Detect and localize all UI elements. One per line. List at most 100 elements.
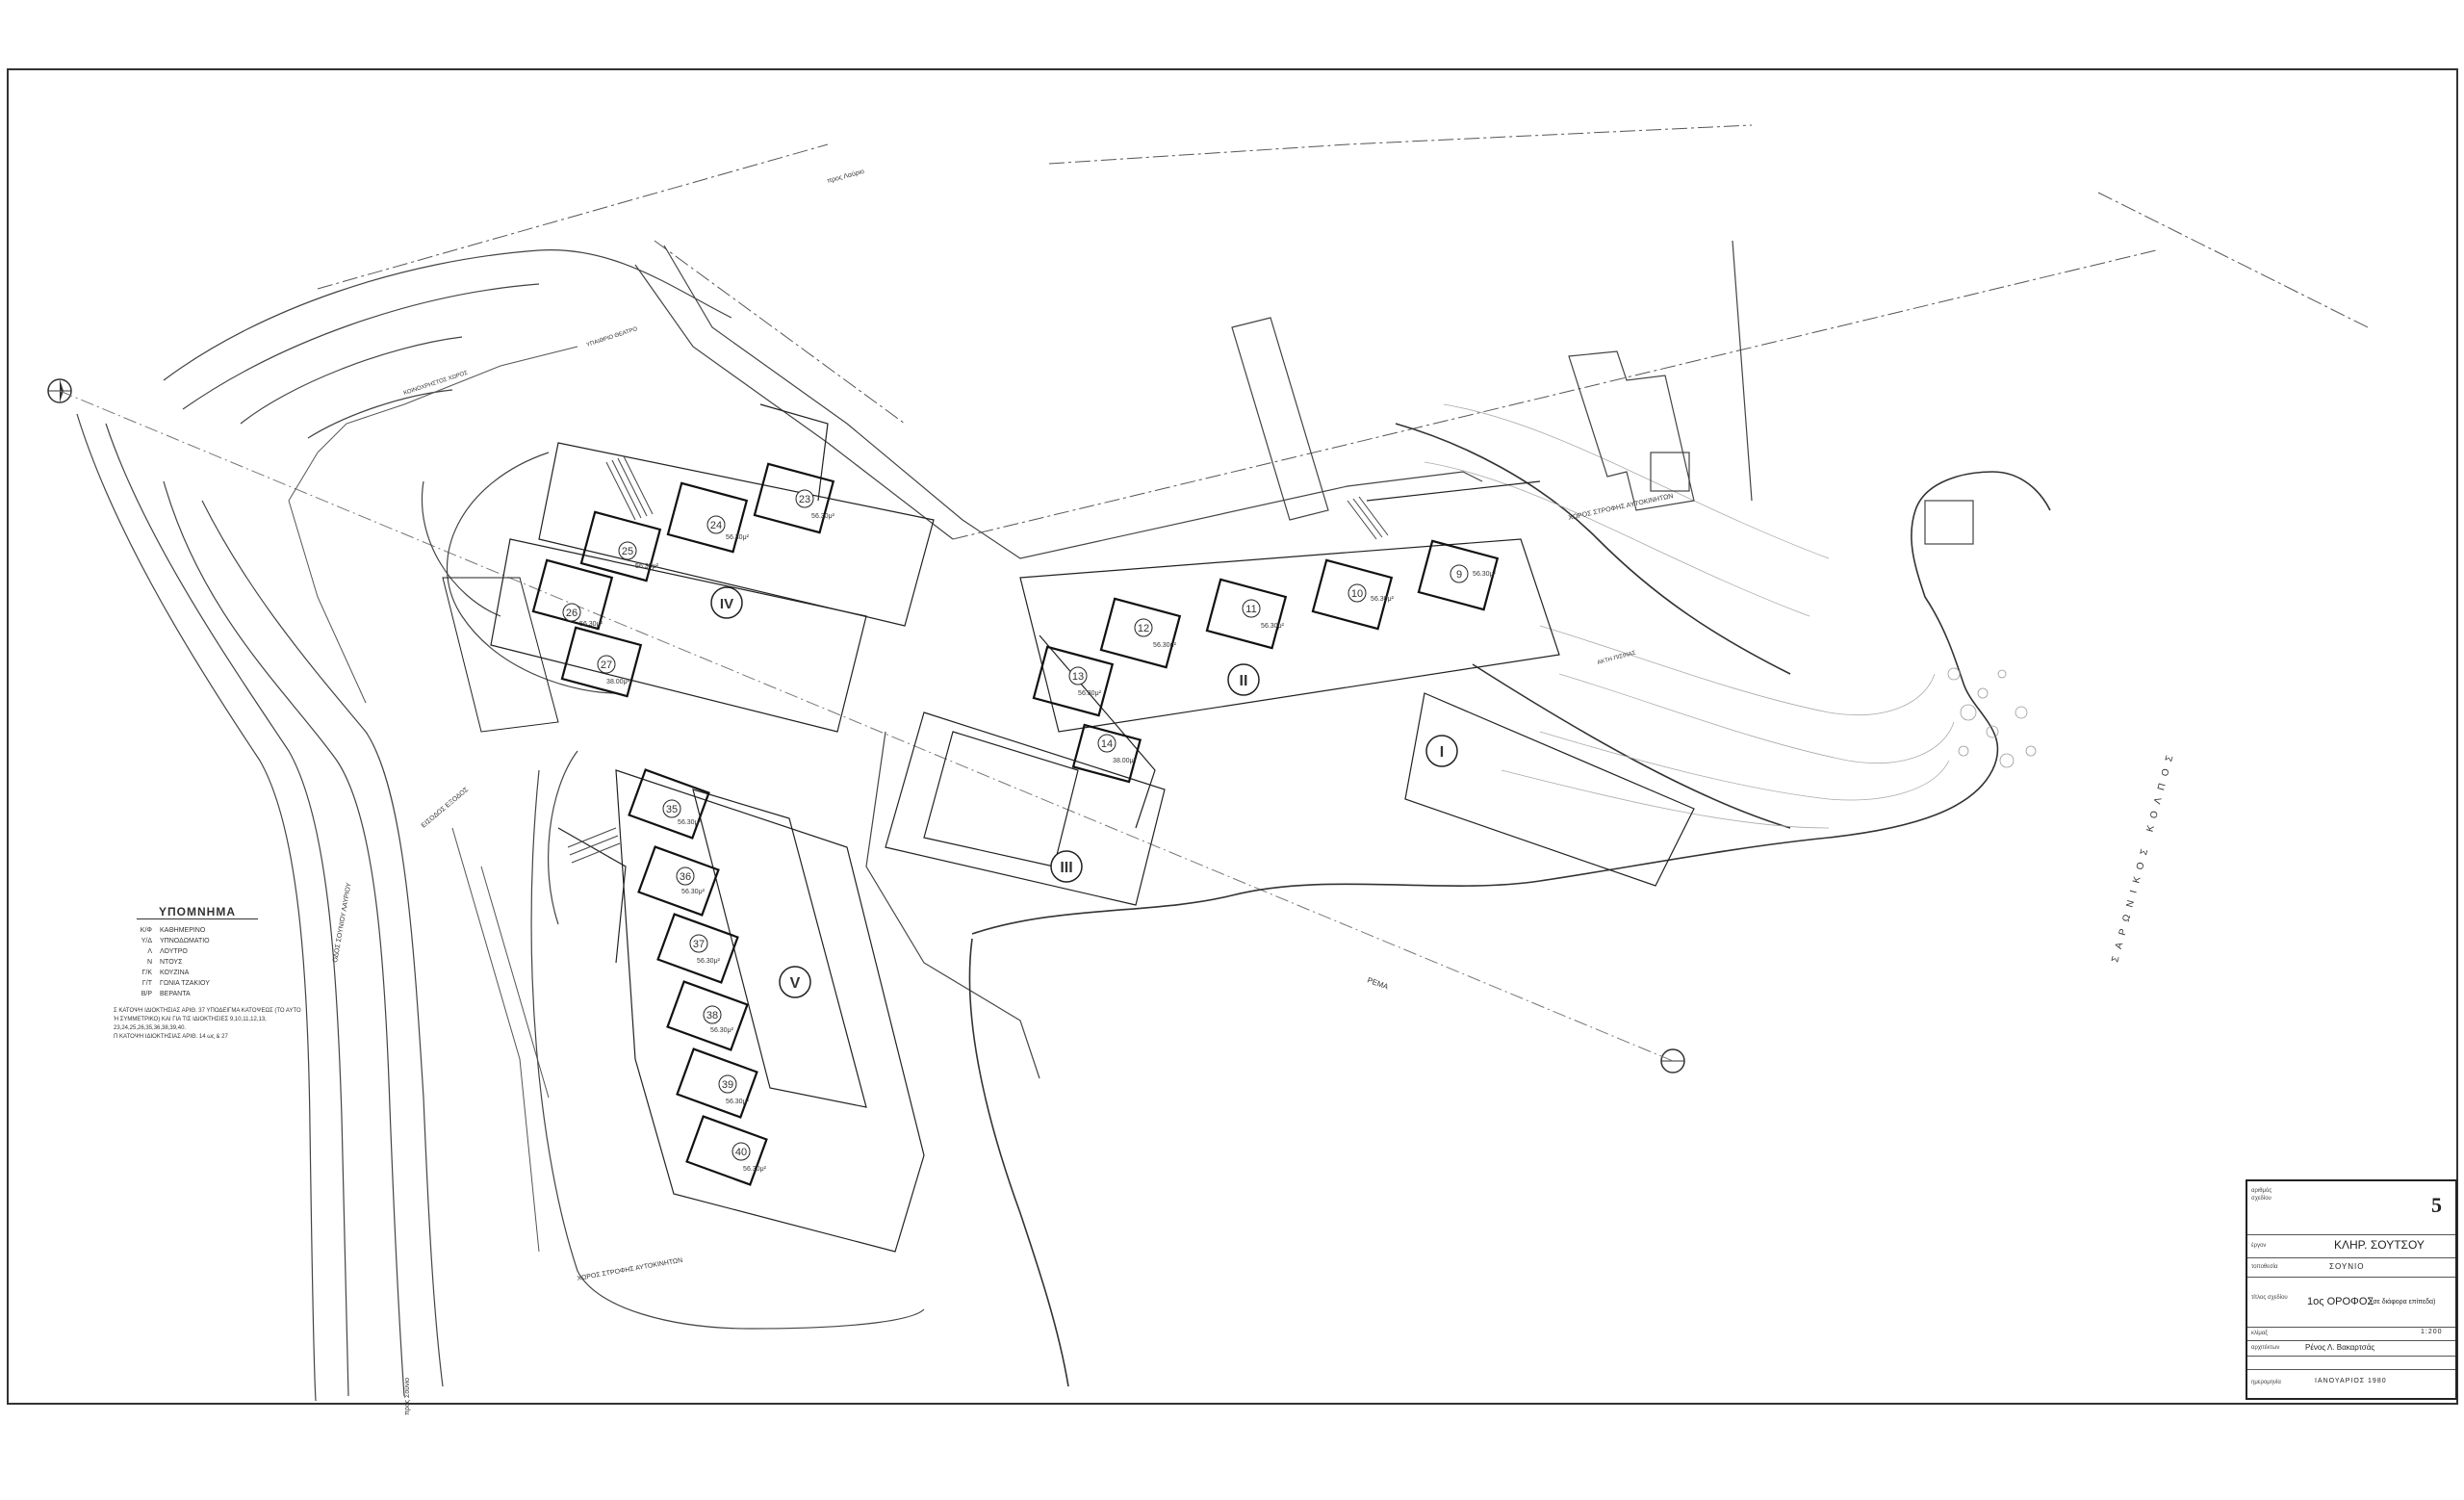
drawing-subtitle: (σε διάφορα επίπεδα) — [2371, 1299, 2436, 1306]
svg-text:56.30μ²: 56.30μ² — [1261, 623, 1285, 630]
site-boundary — [317, 124, 2369, 540]
svg-text:56.30μ²: 56.30μ² — [811, 513, 835, 520]
entrance-label: ΕΙΣΟΔΟΣ ΕΞΟΔΟΣ — [421, 786, 471, 829]
parking-label-2: ΧΩΡΟΣ ΣΤΡΟΦΗΣ ΑΥΤΟΚΙΝΗΤΩΝ — [577, 1257, 683, 1282]
existing-building — [1231, 240, 1974, 545]
unit-plans — [531, 462, 1500, 1186]
scale-label: κλίμαξ — [2251, 1331, 2268, 1336]
svg-text:56.30μ²: 56.30μ² — [579, 621, 603, 628]
sheet-number-label: αριθμός σχεδίου — [2251, 1188, 2272, 1202]
site-labels: ΣΑΡΩΝΙΚΟΣ ΚΟΛΠΟΣ ΡΕΜΑ ΧΩΡΟΣ ΣΤΡΟΦΗΣ ΑΥΤΟ… — [332, 168, 2177, 1415]
block-labels: I II III IV V — [710, 586, 1458, 998]
pool-label: ΑΚΤΗ ΠΙΣΙΝΑΣ — [1597, 650, 1637, 666]
block-label-ii-text: II — [1240, 673, 1248, 689]
sheet-border — [7, 68, 2458, 1405]
theatre-label: ΥΠΑΙΘΡΙΟ ΘΕΑΤΡΟ — [586, 326, 639, 349]
road-lavrio-label: προς Λαύριο — [826, 168, 864, 185]
svg-text:56.30μ²: 56.30μ² — [1153, 642, 1177, 649]
block-label-v: V — [779, 966, 811, 998]
svg-text:23: 23 — [799, 494, 810, 505]
block-label-v-text: V — [790, 975, 801, 992]
project-label: έργον — [2251, 1243, 2267, 1249]
rocky-shore — [1947, 667, 2037, 768]
internal-path — [422, 245, 1483, 1330]
sheet-number: 5 — [2431, 1193, 2442, 1217]
parking-label-1: ΧΩΡΟΣ ΣΤΡΟΦΗΣ ΑΥΤΟΚΙΝΗΤΩΝ — [1568, 493, 1674, 522]
svg-text:26: 26 — [566, 608, 578, 619]
svg-text:56.30μ²: 56.30μ² — [635, 563, 659, 570]
unit-40: 40 56.30μ² — [732, 1142, 767, 1173]
drawing-title-label: τίτλος σχεδίου — [2251, 1295, 2288, 1301]
legend-title: ΥΠΟΜΝΗΜΑ — [137, 906, 258, 919]
stream-label: ΡΕΜΑ — [1366, 975, 1390, 991]
svg-text:56.30μ²: 56.30μ² — [726, 534, 750, 541]
unit-10: 10 56.30μ² — [1348, 583, 1395, 603]
svg-text:39: 39 — [722, 1079, 733, 1091]
block-ii — [1019, 480, 1560, 829]
community-label: ΚΟΙΝΟΧΡΗΣΤΟΣ ΧΩΡΟΣ — [403, 371, 469, 397]
project-name: ΚΛΗΡ. ΣΟΥΤΣΟΥ — [2334, 1238, 2425, 1252]
location-label: τοποθεσία — [2251, 1264, 2278, 1270]
stairs — [567, 455, 1389, 864]
block-label-i: I — [1425, 735, 1458, 767]
road-sounio-label: ΟΔΟΣ ΣΟΥΝΙΟΥ ΛΑΥΡΙΟΥ — [332, 882, 353, 963]
svg-text:56.30μ²: 56.30μ² — [710, 1027, 734, 1034]
block-iv — [442, 403, 935, 733]
svg-text:56.30μ²: 56.30μ² — [743, 1166, 767, 1173]
svg-text:27: 27 — [601, 659, 612, 671]
unit-38: 38 56.30μ² — [703, 1005, 734, 1034]
unit-39: 39 56.30μ² — [718, 1074, 750, 1105]
architect: Ρένος Λ. Βακαρτσάς — [2305, 1343, 2375, 1352]
drawing-title: 1ος ΟΡΟΦΟΣ — [2307, 1296, 2374, 1307]
unit-36: 36 56.30μ² — [676, 866, 706, 895]
block-label-ii: II — [1227, 663, 1260, 696]
svg-text:56.30μ²: 56.30μ² — [681, 889, 706, 895]
svg-text:56.30μ²: 56.30μ² — [726, 1099, 750, 1105]
block-label-iv: IV — [710, 586, 743, 619]
access-road — [76, 249, 732, 1402]
svg-text:35: 35 — [666, 804, 678, 815]
contour-lines — [1424, 403, 1955, 829]
svg-text:12: 12 — [1138, 623, 1149, 634]
svg-text:37: 37 — [693, 939, 705, 950]
section-line — [59, 390, 1674, 1062]
road-athens-label: προς Σούνιο — [403, 1378, 411, 1415]
svg-text:56.30μ²: 56.30μ² — [1078, 690, 1102, 697]
scale-value: 1:200 — [2421, 1329, 2443, 1335]
coastline — [968, 423, 2051, 1387]
unit-23: 23 56.30μ² — [795, 489, 835, 520]
block-i — [1404, 692, 1695, 887]
parking-stalls — [288, 346, 578, 1253]
architect-label: αρχιτέκτων — [2251, 1345, 2280, 1351]
unit-24: 24 56.30μ² — [706, 515, 750, 541]
block-label-iii: III — [1050, 850, 1083, 883]
svg-text:38: 38 — [706, 1010, 718, 1022]
svg-text:56.30μ²: 56.30μ² — [1371, 596, 1395, 603]
block-iii — [885, 711, 1166, 906]
section-marker-icon — [1660, 1048, 1685, 1073]
svg-text:38.00μ²: 38.00μ² — [606, 679, 630, 685]
block-v — [557, 769, 925, 1253]
svg-text:36: 36 — [680, 871, 691, 883]
svg-text:10: 10 — [1351, 588, 1363, 600]
legend-note-1: Σ ΚΑΤΟΨΗ ΙΔΙΟΚΤΗΣΙΑΣ ΑΡΙΘ. 37 ΥΠΟΔΕΙΓΜΑ … — [114, 1008, 301, 1031]
sea-label: ΣΑΡΩΝΙΚΟΣ ΚΟΛΠΟΣ — [2110, 747, 2177, 964]
svg-text:24: 24 — [710, 520, 722, 531]
svg-text:38.00μ²: 38.00μ² — [1113, 758, 1137, 764]
date: ΙΑΝΟΥΑΡΙΟΣ 1980 — [2315, 1378, 2387, 1384]
svg-text:25: 25 — [622, 546, 633, 557]
block-label-iv-text: IV — [720, 596, 733, 612]
svg-text:40: 40 — [735, 1147, 747, 1158]
